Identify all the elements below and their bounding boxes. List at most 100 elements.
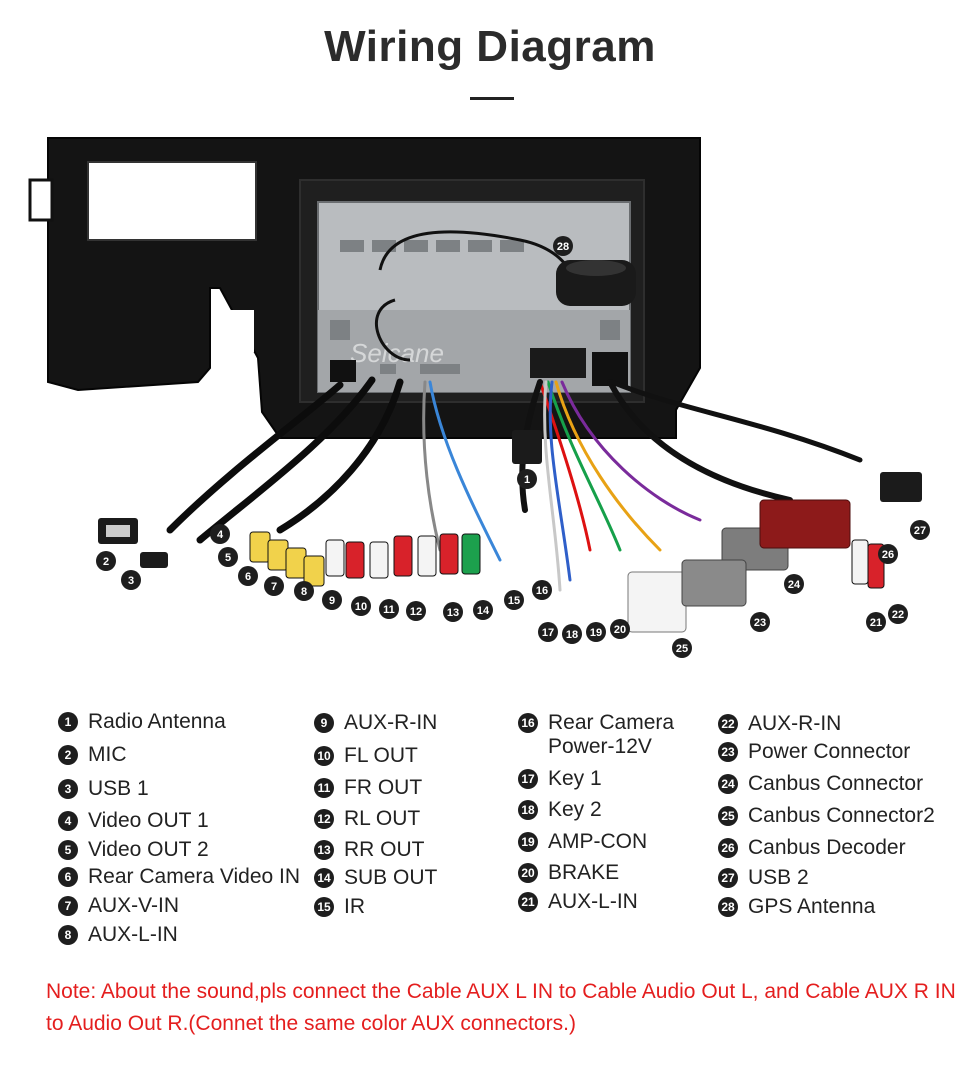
legend-label: USB 2	[748, 866, 809, 889]
legend-label: FL OUT	[344, 744, 418, 767]
rca-connectors	[249, 531, 885, 589]
photo-marker-25: 25	[672, 638, 692, 658]
photo-marker-28: 28	[553, 236, 573, 256]
photo-marker-19: 19	[586, 622, 606, 642]
photo-marker-20: 20	[610, 619, 630, 639]
photo-marker-4: 4	[210, 524, 230, 544]
sound-note: Note: About the sound,pls connect the Ca…	[46, 980, 956, 1035]
photo-marker-9: 9	[322, 590, 342, 610]
photo-marker-24: 24	[784, 574, 804, 594]
legend-label: RR OUT	[344, 838, 425, 861]
photo-marker-17: 17	[538, 622, 558, 642]
legend-label: IR	[344, 895, 365, 918]
legend-label: AUX-R-IN	[344, 711, 438, 734]
legend-number-badge: 19	[518, 832, 538, 852]
legend-number-badge: 22	[718, 714, 738, 734]
legend-number-badge: 27	[718, 868, 738, 888]
page-title: Wiring Diagram	[324, 22, 656, 71]
photo-marker-11: 11	[379, 599, 399, 619]
legend-label: Radio Antenna	[88, 710, 226, 733]
photo-marker-circle	[562, 624, 582, 644]
legend-number-badge: 12	[314, 809, 334, 829]
title-divider	[470, 97, 514, 100]
power-connector-plug	[627, 571, 687, 633]
legend-label: AUX-L-IN	[88, 923, 178, 946]
photo-marker-number: 6	[245, 571, 251, 583]
legend-number-badge: 9	[314, 713, 334, 733]
photo-marker-circle	[264, 576, 284, 596]
legend-label: USB 1	[88, 777, 149, 800]
watermark-text: Seicane	[350, 338, 444, 368]
photo-marker-14: 14	[473, 600, 493, 620]
photo-marker-circle	[750, 612, 770, 632]
photo-marker-circle	[910, 520, 930, 540]
photo-marker-15: 15	[504, 590, 524, 610]
photo-marker-23: 23	[750, 612, 770, 632]
legend-number-badge: 7	[58, 896, 78, 916]
legend-number-badge: 24	[718, 774, 738, 794]
photo-marker-18: 18	[562, 624, 582, 644]
legend-number-badge: 23	[718, 742, 738, 762]
photo-marker-3: 3	[121, 570, 141, 590]
photo-marker-number: 26	[882, 549, 894, 561]
photo-marker-circle	[443, 602, 463, 622]
photo-marker-circle	[878, 544, 898, 564]
legend-label: GPS Antenna	[748, 895, 876, 918]
legend-number-badge: 1	[58, 712, 78, 732]
photo-marker-number: 17	[542, 627, 554, 639]
legend-label: MIC	[88, 743, 127, 766]
photo-marker-8: 8	[294, 581, 314, 601]
photo-marker-22: 22	[888, 604, 908, 624]
photo-marker-circle	[538, 622, 558, 642]
photo-marker-13: 13	[443, 602, 463, 622]
photo-marker-number: 16	[536, 585, 548, 597]
photo-marker-1: 1	[517, 469, 537, 489]
legend-label: SUB OUT	[344, 866, 438, 889]
photo-marker-7: 7	[264, 576, 284, 596]
photo-marker-number: 19	[590, 627, 602, 639]
photo-marker-number: 13	[447, 607, 459, 619]
legend-number-badge: 26	[718, 838, 738, 858]
photo-marker-number: 9	[329, 595, 335, 607]
legend-label: Canbus Connector	[748, 772, 924, 795]
photo-marker-number: 18	[566, 629, 578, 641]
legend-number-badge: 8	[58, 925, 78, 945]
legend-label: AUX-V-IN	[88, 894, 180, 917]
photo-marker-circle	[218, 547, 238, 567]
photo-marker-number: 25	[676, 643, 688, 655]
photo-marker-circle	[96, 551, 116, 571]
photo-marker-10: 10	[351, 596, 371, 616]
photo-marker-circle	[888, 604, 908, 624]
photo-marker-12: 12	[406, 601, 426, 621]
legend-label-line2: Power-12V	[548, 735, 652, 758]
photo-marker-circle	[610, 619, 630, 639]
legend-number-badge: 16	[518, 713, 538, 733]
photo-marker-26: 26	[878, 544, 898, 564]
photo-marker-number: 20	[614, 624, 626, 636]
legend-label: AMP-CON	[548, 830, 648, 853]
photo-marker-circle	[553, 236, 573, 256]
photo-marker-number: 10	[355, 601, 367, 613]
legend-number-badge: 3	[58, 779, 78, 799]
legend-label: Key 1	[548, 767, 602, 790]
legend-label: Canbus Connector2	[748, 804, 935, 827]
legend-label: AUX-R-IN	[748, 712, 842, 735]
photo-marker-number: 8	[301, 586, 307, 598]
legend-number-badge: 17	[518, 769, 538, 789]
photo-marker-number: 15	[508, 595, 520, 607]
photo-marker-number: 28	[557, 241, 569, 253]
photo-marker-number: 27	[914, 525, 926, 537]
photo-marker-27: 27	[910, 520, 930, 540]
photo-marker-number: 7	[271, 581, 277, 593]
photo-marker-circle	[406, 601, 426, 621]
legend-label: RL OUT	[344, 807, 421, 830]
legend-number-badge: 10	[314, 746, 334, 766]
photo-marker-number: 24	[788, 579, 801, 591]
photo-marker-number: 1	[524, 474, 530, 486]
photo-marker-circle	[532, 580, 552, 600]
photo-marker-circle	[866, 612, 886, 632]
photo-marker-circle	[121, 570, 141, 590]
legend-label: Video OUT 1	[88, 809, 209, 832]
photo-marker-circle	[586, 622, 606, 642]
photo-marker-16: 16	[532, 580, 552, 600]
